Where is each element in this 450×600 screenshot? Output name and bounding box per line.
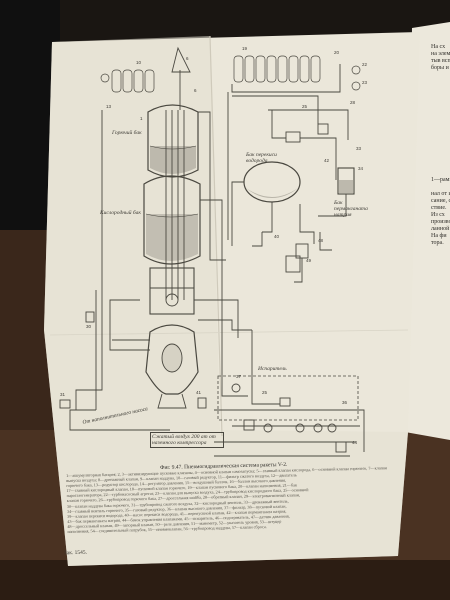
adjacent-page-line: Из сх [431,212,445,218]
turbopump [149,267,195,315]
svg-text:25: 25 [262,390,268,395]
adjacent-page-line [431,100,450,107]
svg-text:34: 34 [358,166,364,171]
svg-text:28: 28 [350,100,356,105]
adjacent-page-line: производ [431,219,450,225]
left-air-bottles [100,69,155,93]
adjacent-page-line: На фи [431,233,447,239]
page-footer: Зак. 1545. [63,549,88,557]
svg-text:37: 37 [236,374,242,379]
fuel-tank-outline [147,104,199,178]
adjacent-page-line: ланной п [431,226,450,232]
oxidizer-tank-outline [143,175,201,265]
vaporizer-box [217,375,359,421]
adjacent-page-line [431,93,450,100]
svg-text:41: 41 [196,390,202,395]
right-air-bottles [233,55,361,91]
adjacent-page-line [431,79,450,86]
label-fuel-tank: Горючий бак [112,130,142,136]
adjacent-page-line [431,86,450,93]
adjacent-page-line [431,128,450,135]
adjacent-page-line [431,142,450,149]
svg-text:20: 20 [334,50,340,55]
svg-text:31: 31 [60,392,66,397]
svg-text:6: 6 [186,56,189,61]
adjacent-page-line [431,135,450,142]
adjacent-page-line [431,184,450,191]
adjacent-page-line: тыв вспо [431,58,450,64]
svg-text:23: 23 [362,80,368,85]
label-permanganate-tank: Бак перманганата натрия [334,200,368,218]
adjacent-page-line [431,121,450,128]
svg-text:42: 42 [324,158,330,163]
adjacent-page-line [431,156,450,163]
svg-text:10: 10 [136,60,142,65]
svg-text:22: 22 [362,62,368,67]
legend-text: 1—аккумуляторная батарея; 2, 3—активизир… [66,465,404,555]
label-oxidizer-tank: Кислородный бак [100,210,141,216]
adjacent-page-line: На сх [431,44,446,50]
label-compressed-air: Сжатый воздух 200 ат от наземного компре… [150,432,224,448]
svg-text:19: 19 [242,46,248,51]
svg-text:40: 40 [274,234,280,239]
adjacent-page-line [431,114,450,121]
svg-text:13: 13 [106,104,112,109]
label-vaporizer: Испаритель [258,366,287,372]
adjacent-page-line: сание, сос [431,198,450,204]
adjacent-page-line [431,107,450,114]
combustion-chamber [145,324,199,395]
adjacent-page-line: нал от и [431,191,450,197]
svg-text:25: 25 [302,104,308,109]
svg-text:36: 36 [342,400,348,405]
adjacent-page-line [431,72,450,79]
adjacent-page-line: тора. [431,240,444,246]
adjacent-page-line: боры и вс [431,65,450,71]
svg-text:30: 30 [86,324,92,329]
adjacent-page-line: на элемен [431,51,450,57]
svg-text:49: 49 [306,258,312,263]
adjacent-page-line [431,170,450,177]
adjacent-page-line [431,163,450,170]
label-h2o2-tank: Бак перекиси водорода [246,152,277,164]
adjacent-page-line: ствие. [431,205,447,211]
svg-text:1: 1 [140,116,143,121]
adjacent-page-line [431,149,450,156]
schematic-diagram [59,46,365,457]
svg-text:44: 44 [352,440,358,445]
svg-text:6: 6 [194,88,197,93]
svg-text:48: 48 [318,238,324,243]
adjacent-page-line: 1—рамп [431,177,450,183]
svg-text:33: 33 [356,146,362,151]
